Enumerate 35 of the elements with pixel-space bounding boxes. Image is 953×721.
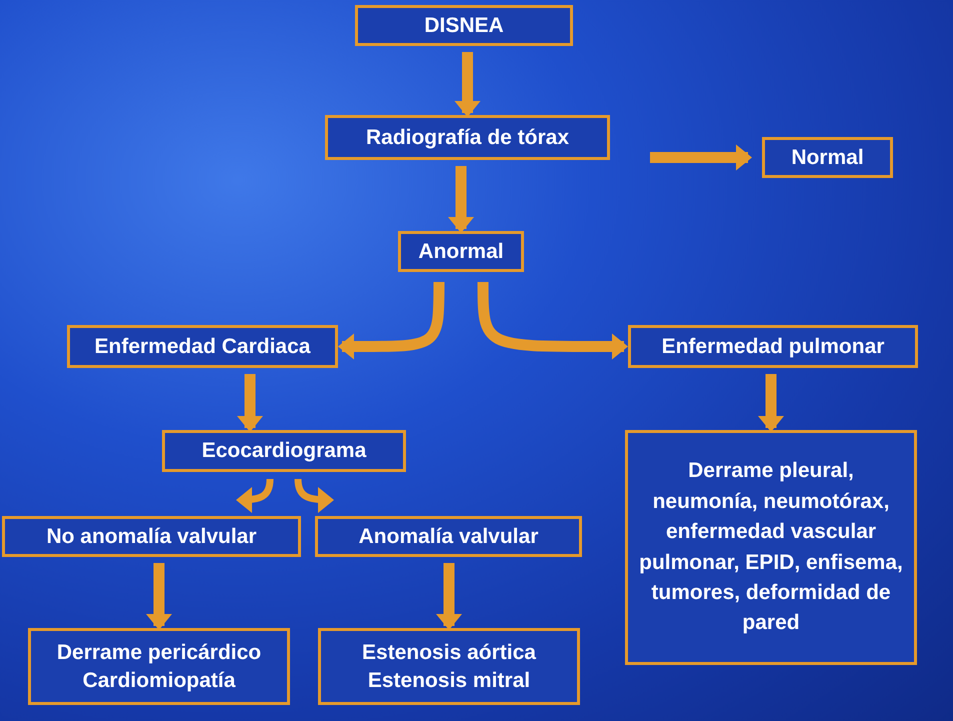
flow-box	[628, 325, 918, 368]
flow-box	[625, 430, 917, 665]
box-label: Estenosis aórtica Estenosis mitral	[361, 640, 537, 694]
box-label: No anomalía valvular	[46, 524, 257, 550]
arrow	[237, 374, 263, 432]
flow-box	[762, 137, 893, 178]
arrow	[448, 166, 474, 233]
flow-box	[355, 5, 573, 46]
flow-box	[162, 430, 406, 472]
box-label: Enfermedad Cardiaca	[94, 334, 310, 360]
flow-box	[325, 115, 610, 160]
arrow	[146, 563, 172, 630]
arrow	[436, 563, 462, 630]
arrow	[236, 478, 274, 513]
flow-box	[2, 516, 301, 557]
arrow	[338, 282, 444, 360]
flow-box	[318, 628, 580, 705]
box-label: Anormal	[418, 238, 504, 265]
flow-box	[28, 628, 290, 705]
arrow	[294, 478, 334, 513]
box-label: Enfermedad pulmonar	[662, 334, 884, 360]
box-label: Derrame pleural, neumonía, neumotórax, enfermedad vascular pulmonar, EPID, enfisema, tumores, deformidad de pared	[638, 458, 904, 636]
arrow	[454, 52, 480, 117]
box-label: Anomalía valvular	[358, 524, 538, 550]
box-label: Normal	[791, 144, 864, 171]
box-label: DISNEA	[424, 12, 504, 39]
flow-box	[315, 516, 582, 557]
box-label: Derrame pericárdico Cardiomiopatía	[56, 640, 262, 694]
box-label: Radiografía de tórax	[366, 124, 570, 151]
flow-box	[398, 231, 524, 272]
arrow	[650, 144, 752, 170]
arrow	[478, 282, 628, 360]
arrow	[758, 374, 784, 432]
flow-box	[67, 325, 338, 368]
box-label: Ecocardiograma	[202, 438, 366, 464]
